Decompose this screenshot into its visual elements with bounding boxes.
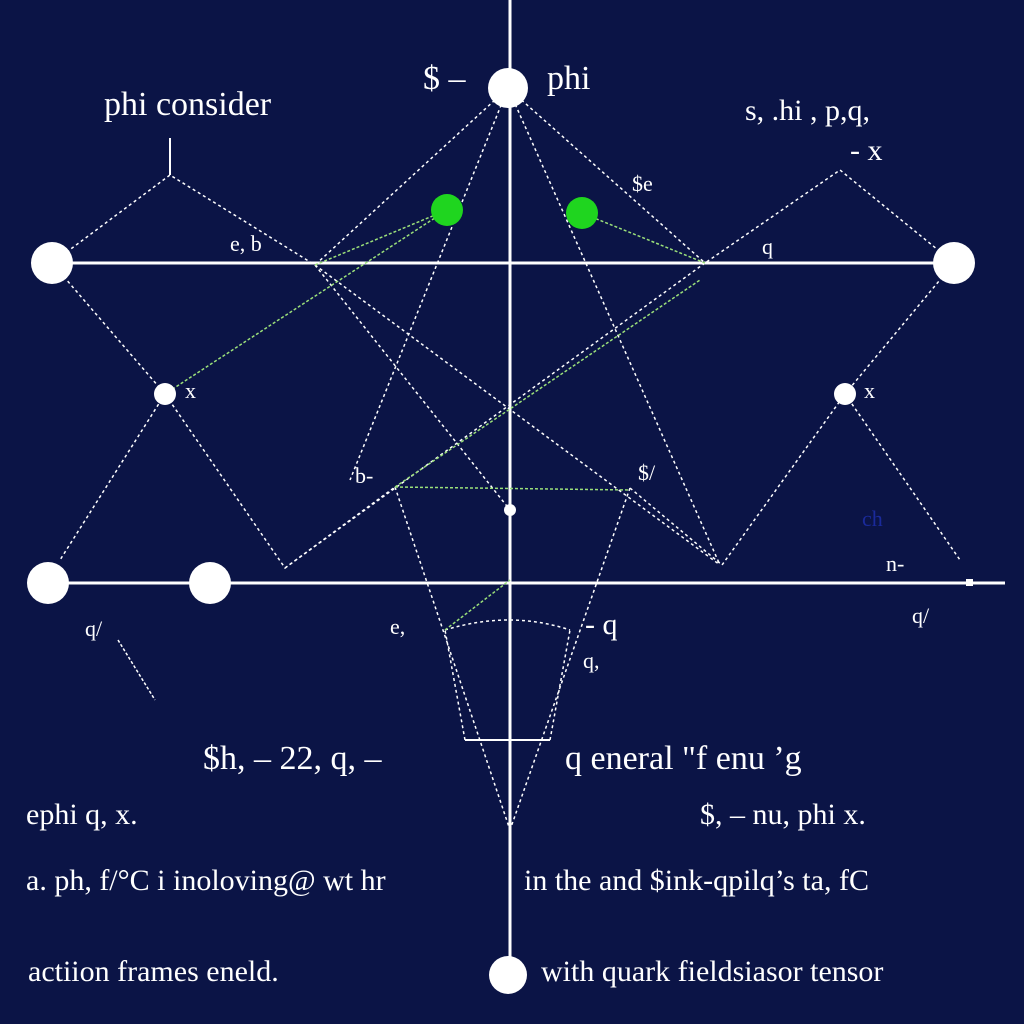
text-line4-right: with quark fieldsiasor tensor (541, 955, 884, 988)
label-ch: ch (862, 506, 883, 531)
text-line2-left: ephi q, x. (26, 798, 138, 831)
node-top (488, 68, 528, 108)
text-line4-left: actiion frames eneld. (28, 955, 279, 988)
label-dollar-center: $/ (638, 460, 656, 485)
label-x-right: x (864, 378, 875, 403)
label-q-right-lower: q/ (912, 603, 930, 628)
node-small-right (966, 579, 973, 586)
label-top-right: s, .hi , p,q, (745, 94, 871, 127)
text-line3-right: in the and $ink-qpilq’s ta, fC (524, 864, 869, 897)
text-line3-left: a. ph, f/°C i inoloving@ wt hr (26, 864, 386, 897)
label-q-lower: - q (585, 608, 618, 641)
label-q-left-lower: q/ (85, 616, 103, 641)
label-top-phi: phi (547, 60, 591, 97)
node-lower-left (27, 562, 69, 604)
node-center (504, 504, 516, 516)
node-right (933, 242, 975, 284)
arrow-left (117, 639, 156, 701)
green-node-right (566, 197, 598, 229)
label-n-dash: n- (886, 551, 905, 576)
node-mid-left (154, 383, 176, 405)
label-b-center: b- (355, 463, 374, 488)
text-line1-left: $h, – 22, q, – (203, 740, 382, 777)
label-dollar-e: $e (632, 171, 653, 196)
label-x-left: x (185, 378, 196, 403)
label-e-lower: e, (390, 614, 406, 639)
node-mid-right (834, 383, 856, 405)
node-lower-left-2 (189, 562, 231, 604)
label-q-right: q (762, 234, 773, 259)
label-x-top-right: - x (850, 134, 883, 167)
label-phi-consider: phi consider (104, 86, 272, 123)
node-left (31, 242, 73, 284)
dotted-edges (51, 87, 961, 831)
label-e-b: e, b (230, 231, 262, 256)
green-node-left (431, 194, 463, 226)
green-edges (164, 209, 706, 631)
node-bottom (489, 956, 527, 994)
label-top-left: $ – (423, 60, 466, 97)
label-q-lower-2: q, (583, 648, 600, 673)
text-line1-right: q eneral "f enu ’g (565, 740, 802, 777)
text-line2-right: $, – nu, phi x. (700, 798, 866, 831)
